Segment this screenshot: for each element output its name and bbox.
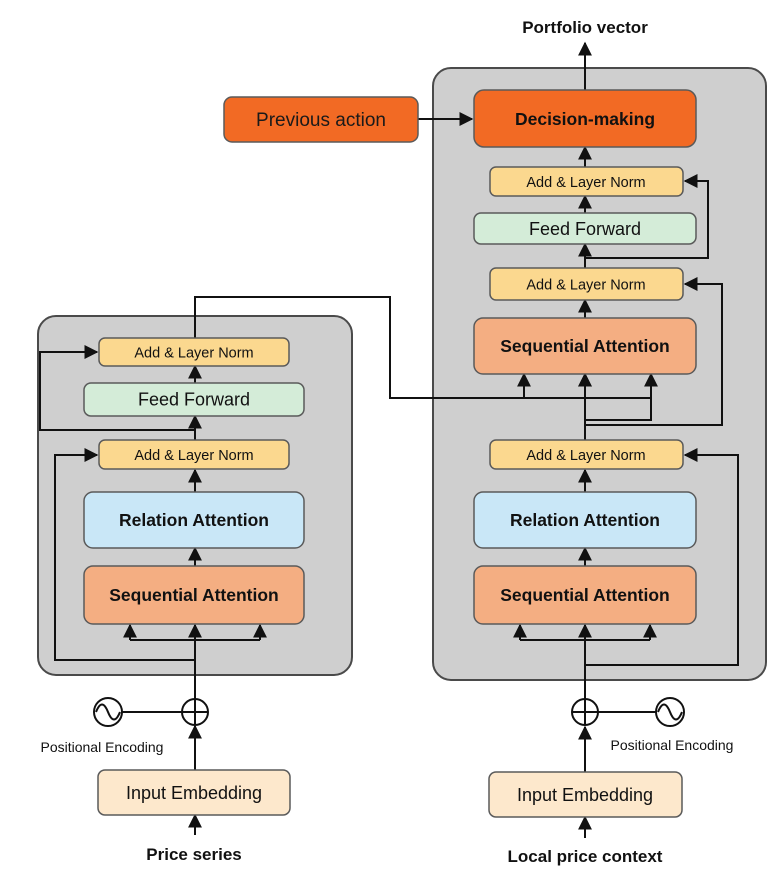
left-add-icon xyxy=(181,698,209,726)
right-norm1-block: Add & Layer Norm xyxy=(489,439,684,470)
right-norm2-block: Add & Layer Norm xyxy=(489,267,684,301)
right-embedding-block: Input Embedding xyxy=(488,771,683,818)
left-relation-attention-label: Relation Attention xyxy=(119,510,269,530)
decision-making-label: Decision-making xyxy=(515,109,655,129)
right-relation-attention-label: Relation Attention xyxy=(510,510,660,530)
left-norm1-label: Add & Layer Norm xyxy=(134,448,253,464)
left-sequential-attention-block: Sequential Attention xyxy=(83,565,305,625)
previous-action-block: Previous action xyxy=(223,96,419,143)
left-embedding-label: Input Embedding xyxy=(126,783,262,803)
right-feed-forward-label: Feed Forward xyxy=(529,219,641,239)
right-sine-wave-icon xyxy=(655,697,685,727)
right-sequential-attention-2-label: Sequential Attention xyxy=(500,336,670,356)
right-sequential-attention-2-block: Sequential Attention xyxy=(473,317,697,375)
left-feed-forward-block: Feed Forward xyxy=(83,382,305,417)
left-norm2-block: Add & Layer Norm xyxy=(98,337,290,367)
right-relation-attention-block: Relation Attention xyxy=(473,491,697,549)
right-add-icon xyxy=(571,698,599,726)
left-positional-encoding-label: Positional Encoding xyxy=(41,739,164,755)
right-norm3-label: Add & Layer Norm xyxy=(526,175,645,191)
right-feed-forward-block: Feed Forward xyxy=(473,212,697,245)
right-embedding-label: Input Embedding xyxy=(517,785,653,805)
right-norm1-label: Add & Layer Norm xyxy=(526,448,645,464)
right-input-label: Local price context xyxy=(508,847,663,866)
left-relation-attention-block: Relation Attention xyxy=(83,491,305,549)
right-positional-encoding-label: Positional Encoding xyxy=(611,737,734,753)
right-sequential-attention-1-label: Sequential Attention xyxy=(500,585,670,605)
left-sequential-attention-label: Sequential Attention xyxy=(109,585,279,605)
left-embedding-block: Input Embedding xyxy=(97,769,291,816)
right-norm3-block: Add & Layer Norm xyxy=(489,166,684,197)
right-wires xyxy=(418,41,739,838)
left-norm2-label: Add & Layer Norm xyxy=(134,346,253,362)
right-sequential-attention-1-block: Sequential Attention xyxy=(473,565,697,625)
left-input-label: Price series xyxy=(146,845,241,864)
left-sine-wave-icon xyxy=(93,697,123,727)
output-label: Portfolio vector xyxy=(522,18,648,37)
left-feed-forward-label: Feed Forward xyxy=(138,390,250,410)
left-norm1-block: Add & Layer Norm xyxy=(98,439,290,470)
previous-action-label: Previous action xyxy=(256,110,386,131)
right-norm2-label: Add & Layer Norm xyxy=(526,278,645,294)
decision-making-block: Decision-making xyxy=(473,89,697,148)
